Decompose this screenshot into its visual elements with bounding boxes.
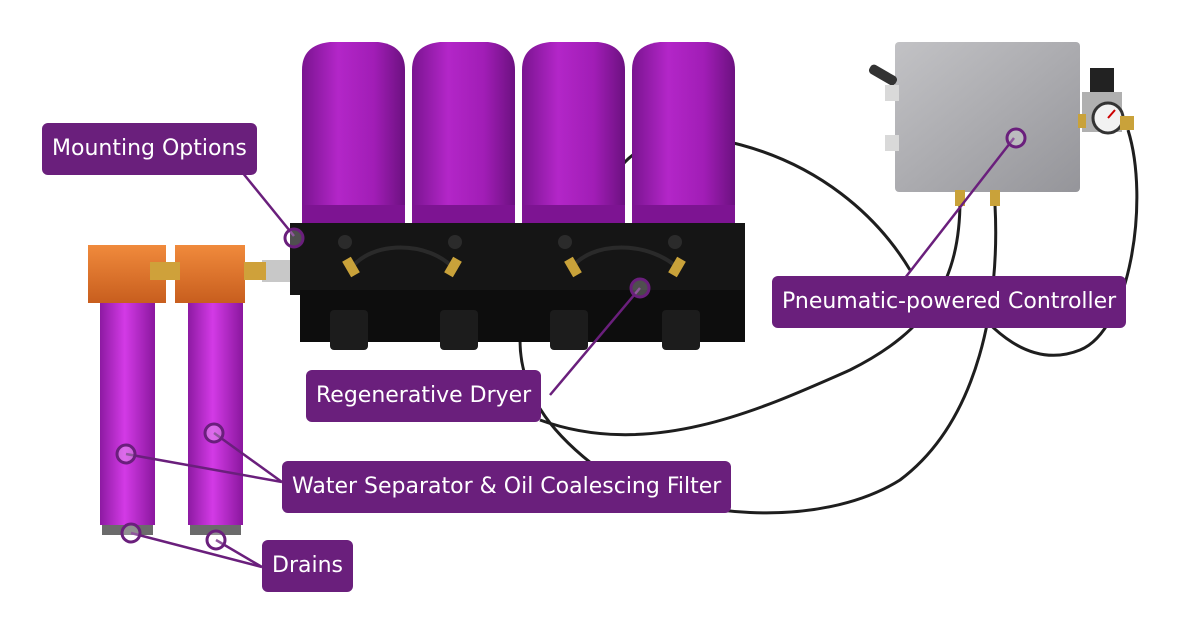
dryer-manifold <box>262 223 745 350</box>
marker-filter-1 <box>115 443 137 465</box>
callout-regenerative-dryer: Regenerative Dryer <box>306 370 542 422</box>
dryer-canister-1 <box>302 42 405 227</box>
callout-leaders <box>125 137 1015 569</box>
callout-label: Mounting Options <box>52 136 247 161</box>
callout-label: Pneumatic-powered Controller <box>782 289 1117 314</box>
pressure-regulator <box>1078 68 1134 135</box>
filter-housings <box>88 245 266 535</box>
filter-housing-2 <box>175 245 245 535</box>
dryer-canister-4 <box>632 42 735 227</box>
callout-pneumatic-controller: Pneumatic-powered Controller <box>772 276 1127 328</box>
callout-markers <box>115 127 1027 551</box>
marker-filter-2 <box>203 422 225 444</box>
dryer-canister-3 <box>522 42 625 227</box>
dryer-canisters <box>302 42 735 227</box>
callout-water-separator-filter: Water Separator & Oil Coalescing Filter <box>282 461 732 513</box>
pneumatic-controller-box <box>868 42 1080 206</box>
callout-drains: Drains <box>262 540 353 592</box>
callout-label: Regenerative Dryer <box>316 383 532 408</box>
dryer-canister-2 <box>412 42 515 227</box>
marker-mounting-options <box>283 227 305 249</box>
marker-drain-2 <box>205 529 227 551</box>
callout-label: Drains <box>272 553 343 578</box>
marker-drain-1 <box>120 522 142 544</box>
callout-mounting-options: Mounting Options <box>42 123 257 175</box>
marker-controller <box>1005 127 1027 149</box>
marker-dryer <box>629 277 651 299</box>
filter-housing-1 <box>88 245 166 535</box>
callout-label: Water Separator & Oil Coalescing Filter <box>292 474 722 499</box>
